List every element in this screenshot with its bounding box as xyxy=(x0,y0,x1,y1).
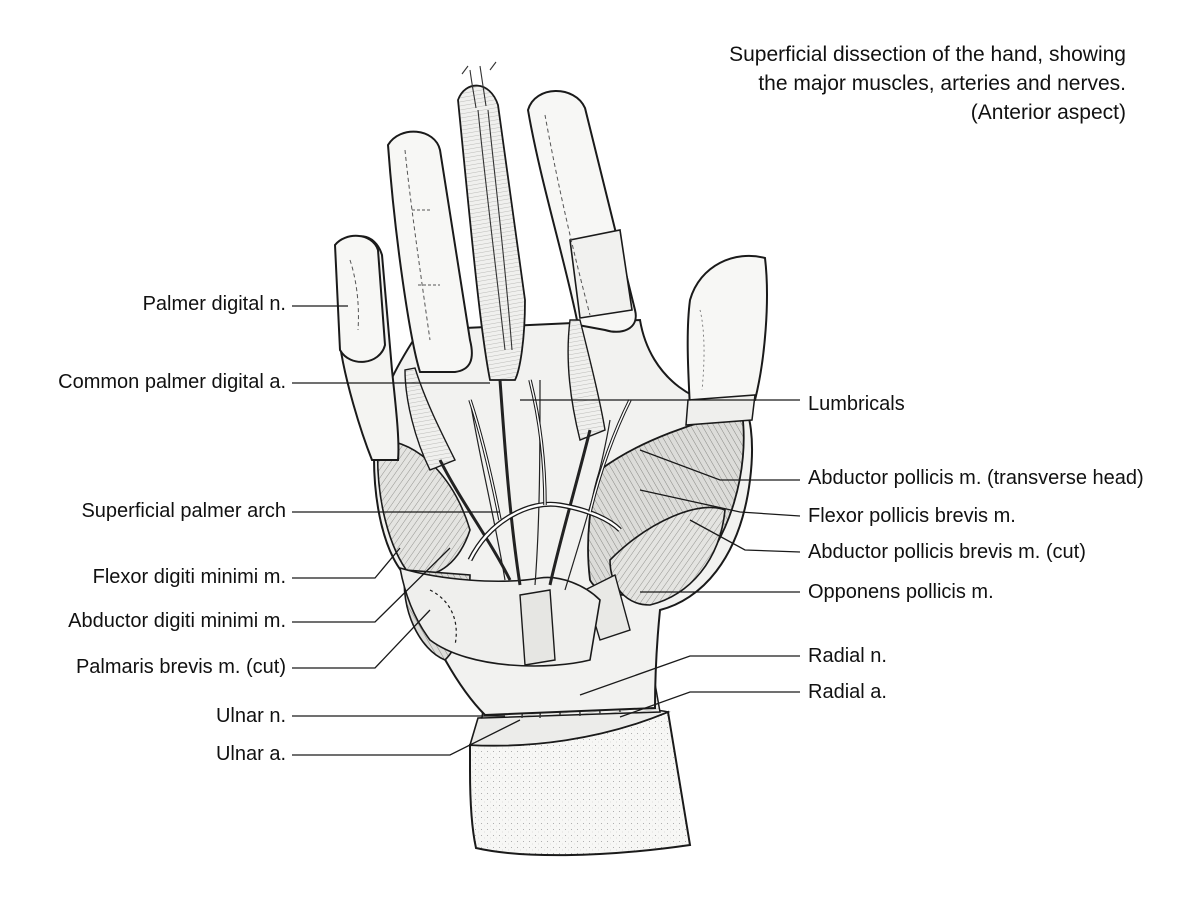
forearm-cuff xyxy=(468,708,692,857)
little-finger xyxy=(333,234,400,461)
retinaculum xyxy=(398,566,601,667)
label-lumbricals: Lumbricals xyxy=(808,393,905,415)
label-flexor-pollicis-brevis-m: Flexor pollicis brevis m. xyxy=(808,505,1016,527)
label-abductor-pollicis-transverse-head: Abductor pollicis m. (transverse head) xyxy=(808,467,1144,489)
middle-finger xyxy=(457,61,526,381)
leader-lines xyxy=(292,305,801,756)
ring-finger xyxy=(386,130,473,471)
label-abductor-pollicis-brevis-m-cut: Abductor pollicis brevis m. (cut) xyxy=(808,541,1086,563)
label-opponens-pollicis-m: Opponens pollicis m. xyxy=(808,581,994,603)
label-flexor-digiti-minimi-m: Flexor digiti minimi m. xyxy=(92,566,286,588)
label-radial-n: Radial n. xyxy=(808,645,887,667)
label-abductor-digiti-minimi-m: Abductor digiti minimi m. xyxy=(68,610,286,632)
label-palmer-digital-n: Palmer digital n. xyxy=(142,293,286,315)
label-common-palmer-digital-a: Common palmer digital a. xyxy=(58,371,286,393)
palmar-tendons xyxy=(438,379,611,591)
caption-line-2: the major muscles, arteries and nerves. xyxy=(758,72,1126,95)
label-radial-a: Radial a. xyxy=(808,681,887,703)
caption-line-1: Superficial dissection of the hand, show… xyxy=(729,43,1126,66)
index-finger xyxy=(526,90,637,441)
label-ulnar-a: Ulnar a. xyxy=(215,743,286,765)
caption-line-3: (Anterior aspect) xyxy=(970,101,1126,124)
superficial-palmar-arch xyxy=(467,379,632,562)
thumb xyxy=(685,254,768,426)
figure-caption: Superficial dissection of the hand, show… xyxy=(606,40,1126,127)
thenar-muscles xyxy=(584,410,745,641)
label-superficial-palmer-arch: Superficial palmer arch xyxy=(81,500,286,522)
label-palmaris-brevis-m-cut: Palmaris brevis m. (cut) xyxy=(75,656,286,678)
label-ulnar-n: Ulnar n. xyxy=(215,705,286,727)
